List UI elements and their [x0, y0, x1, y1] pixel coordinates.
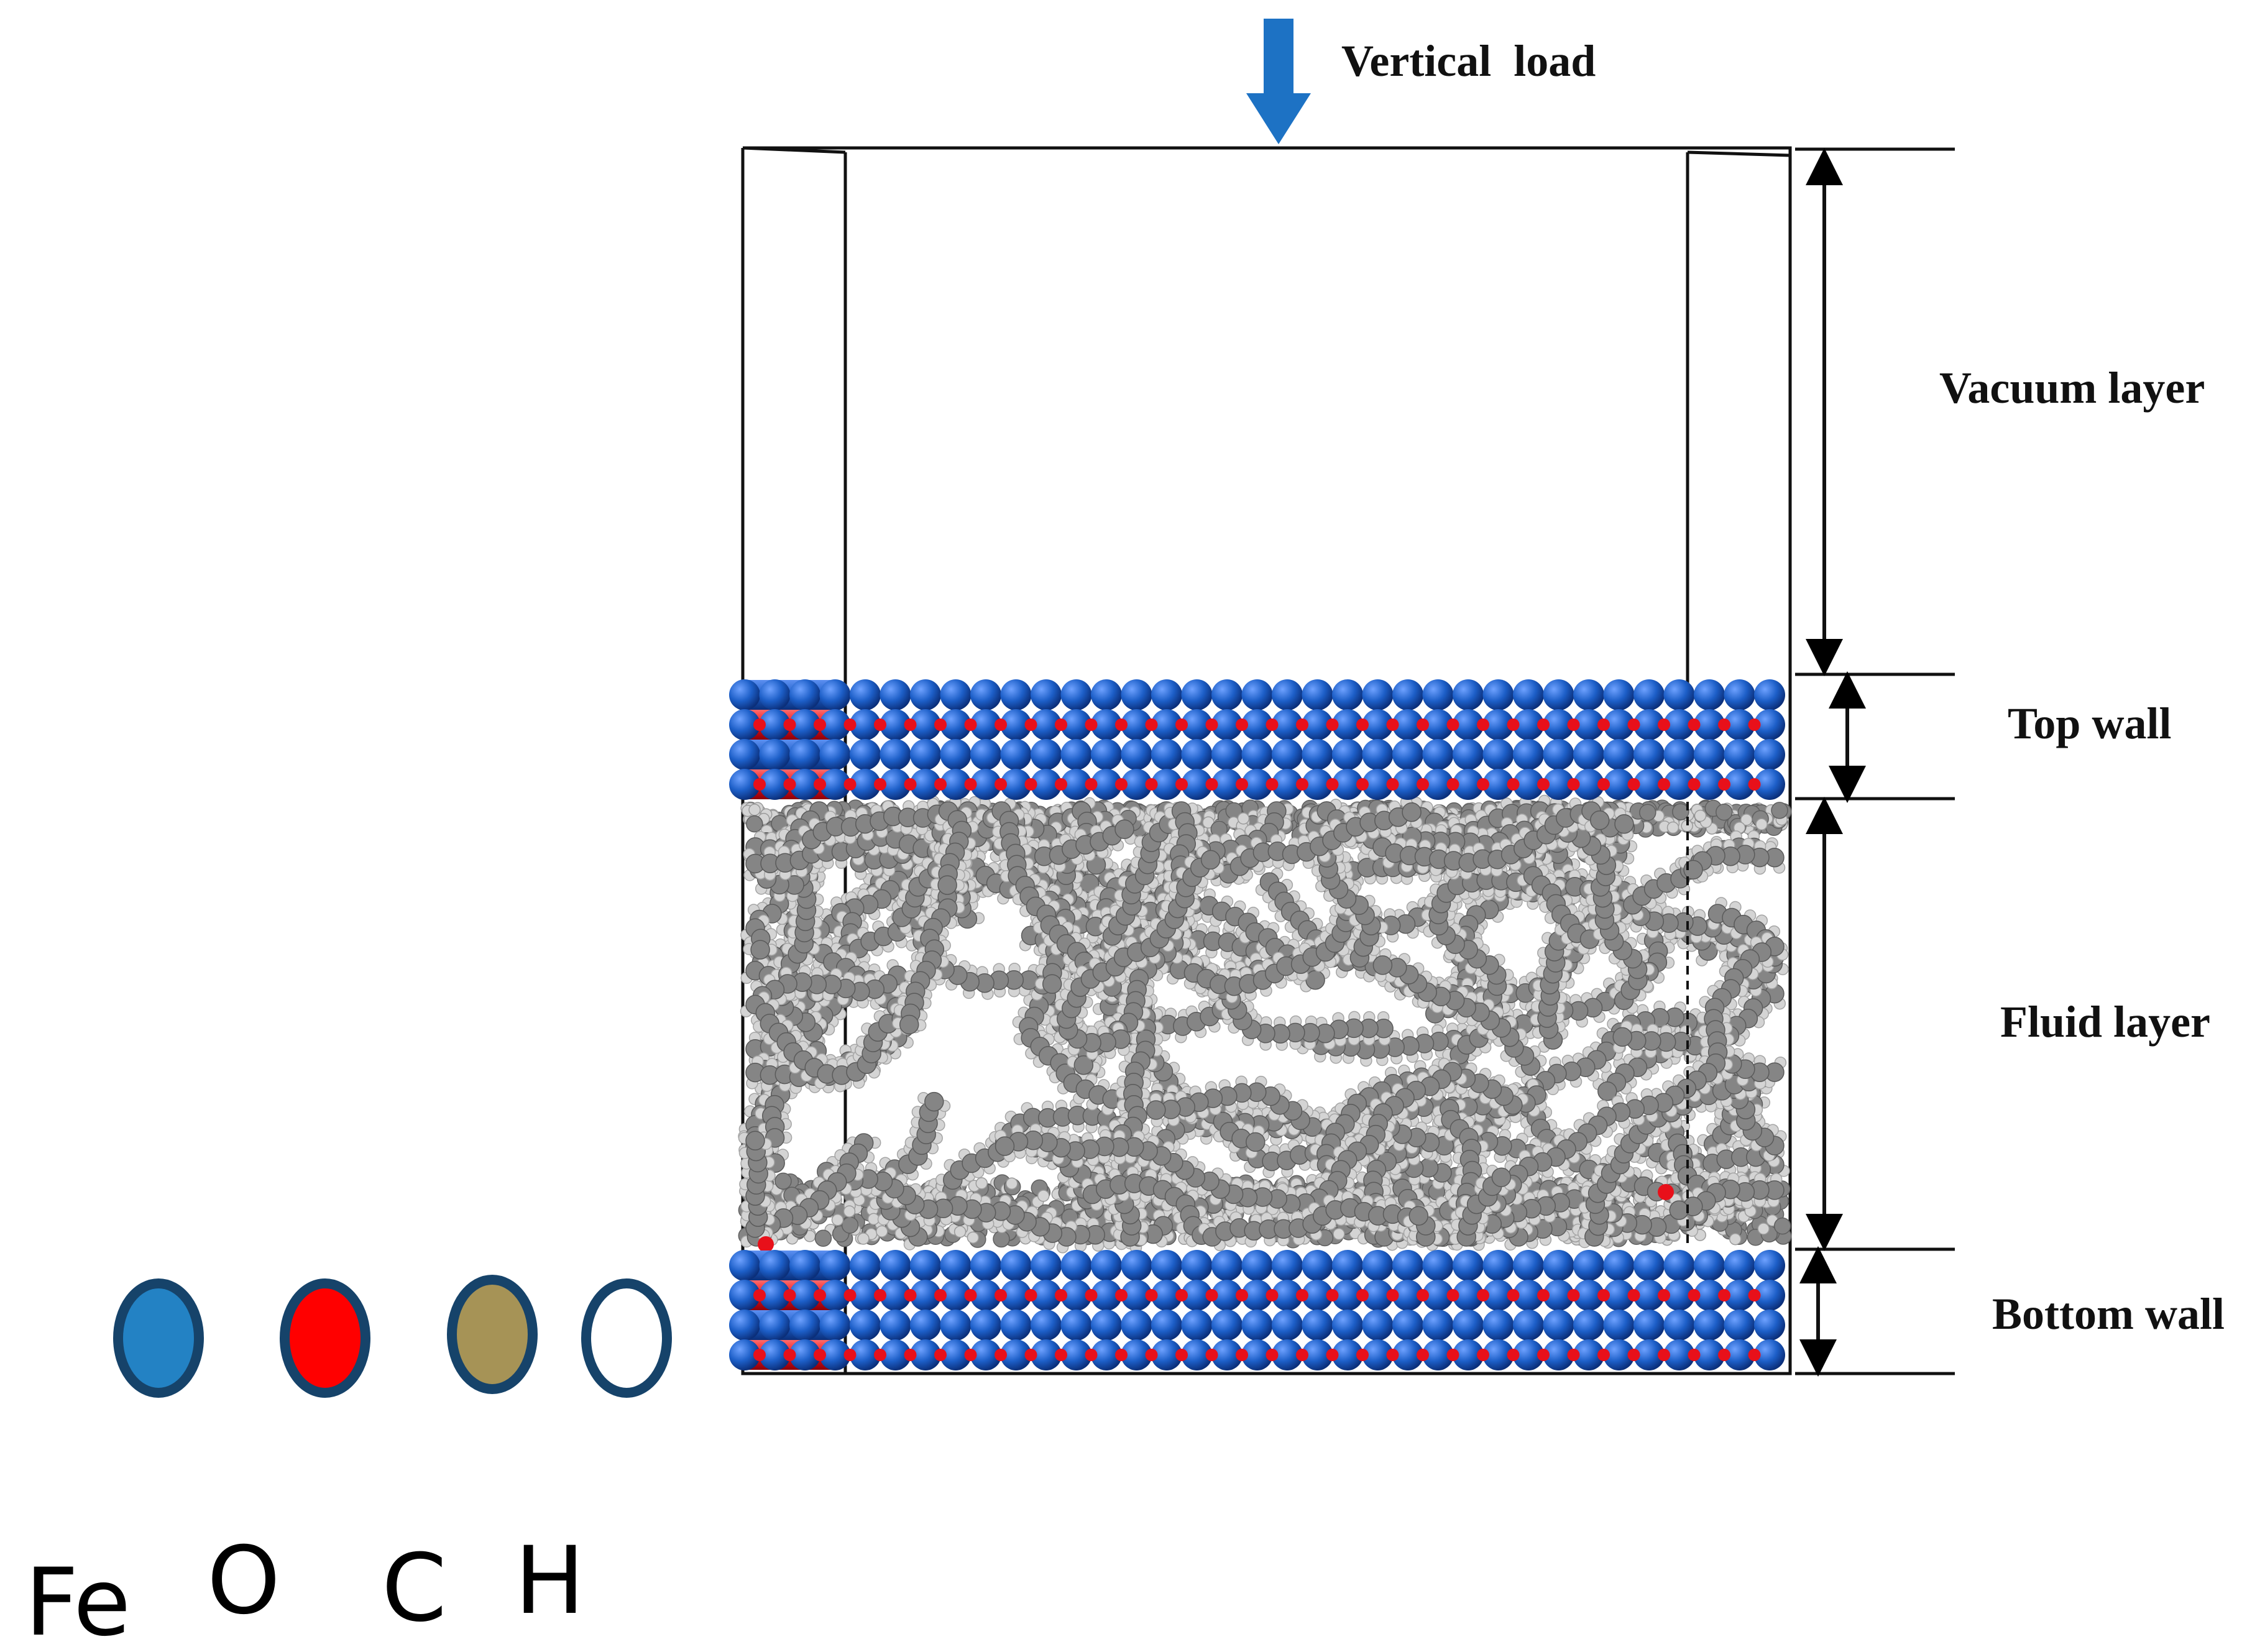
fluid-c-atom — [1114, 819, 1134, 840]
fluid-c-atom — [774, 1172, 792, 1190]
fluid-c-atom — [841, 1216, 859, 1234]
fluid-h-atom — [1333, 1228, 1345, 1241]
fluid-c-atom — [924, 1091, 944, 1112]
fluid-c-atom — [1771, 802, 1788, 819]
fluid-h-atom — [967, 1231, 980, 1244]
fluid-c-atom — [1672, 803, 1689, 820]
fluid-h-atom — [843, 1205, 856, 1218]
fluid-molecules — [738, 794, 1792, 1254]
fluid-h-atom — [1037, 1190, 1050, 1202]
fluid-h-atom — [1666, 821, 1679, 834]
fluid-h-atom — [975, 1177, 988, 1190]
fluid-h-atom — [1694, 809, 1707, 822]
fluid-c-atom — [1716, 803, 1733, 821]
fluid-h-atom — [953, 1226, 967, 1238]
fluid-c-atom — [1639, 804, 1656, 821]
fluid-h-atom — [857, 1232, 870, 1245]
fluid-h-atom — [1757, 1223, 1770, 1235]
fluid-h-atom — [1006, 1177, 1018, 1190]
fluid-h-atom — [1729, 1232, 1742, 1246]
fluid-h-atom — [831, 1214, 844, 1226]
fluid-h-atom — [1237, 812, 1250, 825]
fluid-h-atom — [748, 804, 761, 816]
fluid-c-atom — [1597, 1081, 1617, 1101]
fluid-h-atom — [876, 1225, 888, 1238]
fluid-c-atom — [1246, 1132, 1266, 1152]
fluid-c-atom — [745, 1131, 765, 1150]
fluid-c-atom — [993, 1230, 1010, 1248]
fluid-c-atom — [1773, 1217, 1791, 1235]
fluid-c-atom — [814, 1229, 832, 1247]
fluid-h-atom — [1740, 814, 1753, 826]
fluid-c-atom — [746, 815, 763, 833]
fluid-h-atom — [1755, 818, 1768, 831]
